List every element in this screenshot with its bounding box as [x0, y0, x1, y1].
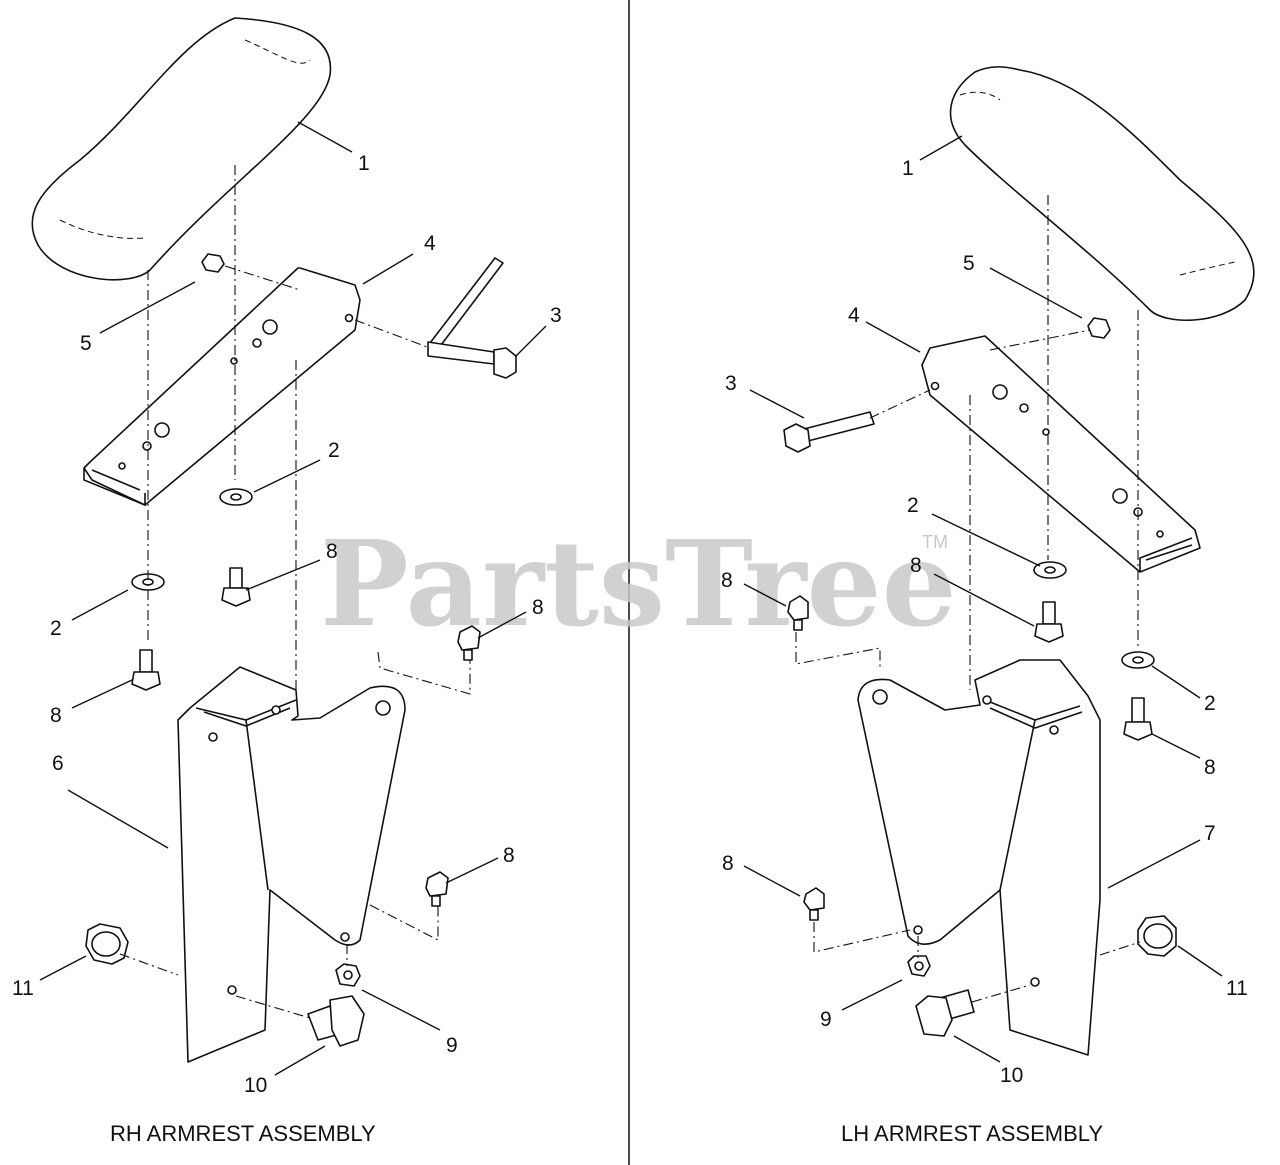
rh-callout: 10	[244, 1074, 267, 1097]
rh-callout: 8	[326, 540, 338, 563]
lh-callout: 2	[1204, 692, 1216, 715]
rh-callout: 3	[550, 304, 562, 327]
rh-bolt-10	[307, 995, 365, 1047]
lh-callout: 5	[963, 252, 975, 275]
rh-armrest-pad	[31, 17, 332, 281]
lh-nut-5	[1087, 317, 1111, 339]
rh-nut-11	[85, 923, 129, 965]
lh-callout: 4	[848, 304, 860, 327]
rh-bolt-3	[427, 257, 517, 379]
rh-mount-plate	[177, 666, 406, 1063]
rh-callout: 11	[12, 977, 34, 1000]
lh-callout: 8	[722, 852, 734, 875]
rh-bolt-8c	[457, 625, 481, 661]
lh-callout: 11	[1226, 977, 1248, 1000]
lh-callout: 7	[1204, 822, 1216, 845]
lh-callout: 3	[725, 372, 737, 395]
lh-bolt-8d	[803, 887, 825, 921]
rh-bracket	[83, 267, 361, 506]
rh-bolt-8d	[425, 871, 449, 907]
rh-callout: 6	[52, 752, 64, 775]
lh-bolt-8c	[787, 595, 809, 631]
lh-mount-plate	[857, 659, 1101, 1056]
lh-callout: 10	[1000, 1064, 1023, 1087]
rh-nut-9	[335, 963, 361, 987]
lh-bolt-8a	[1034, 601, 1064, 643]
rh-callout: 2	[328, 439, 340, 462]
lh-assembly: 1 5 4 3 2 8 8 2 8 7 8 11 9 10 LH ARMREST…	[721, 66, 1255, 1146]
rh-callout: 4	[424, 232, 436, 255]
watermark-trademark: TM	[922, 532, 948, 552]
rh-assembly-caption: RH ARMREST ASSEMBLY	[110, 1121, 376, 1146]
lh-bolt-3	[783, 411, 875, 453]
lh-bolt-8b	[1123, 697, 1153, 741]
lh-callout: 8	[721, 569, 733, 592]
rh-callout: 8	[50, 704, 62, 727]
lh-assembly-caption: LH ARMREST ASSEMBLY	[841, 1121, 1103, 1146]
watermark-text: PartsTree	[320, 514, 957, 653]
rh-bolt-8b	[131, 649, 161, 691]
rh-callout: 1	[358, 152, 370, 175]
lh-callout: 1	[902, 157, 914, 180]
lh-bolt-10	[915, 989, 975, 1037]
rh-nut-5	[201, 253, 225, 273]
lh-nut-9	[907, 955, 931, 977]
rh-assembly: 1 4 5 3 2 8 2 8 8 6 8 11 9 10 RH ARMREST…	[12, 17, 562, 1146]
rh-bolt-8a	[221, 567, 251, 607]
rh-callout: 8	[503, 844, 515, 867]
rh-callout: 8	[532, 596, 544, 619]
lh-bracket	[921, 335, 1201, 573]
rh-callout: 5	[80, 332, 92, 355]
lh-nut-11	[1137, 915, 1177, 957]
rh-callout: 9	[446, 1034, 458, 1057]
lh-callout: 8	[1204, 756, 1216, 779]
lh-callout: 2	[907, 494, 919, 517]
lh-callout: 8	[910, 554, 922, 577]
lh-armrest-pad	[949, 66, 1255, 322]
lh-callout: 9	[820, 1008, 832, 1031]
rh-callout: 2	[50, 617, 62, 640]
